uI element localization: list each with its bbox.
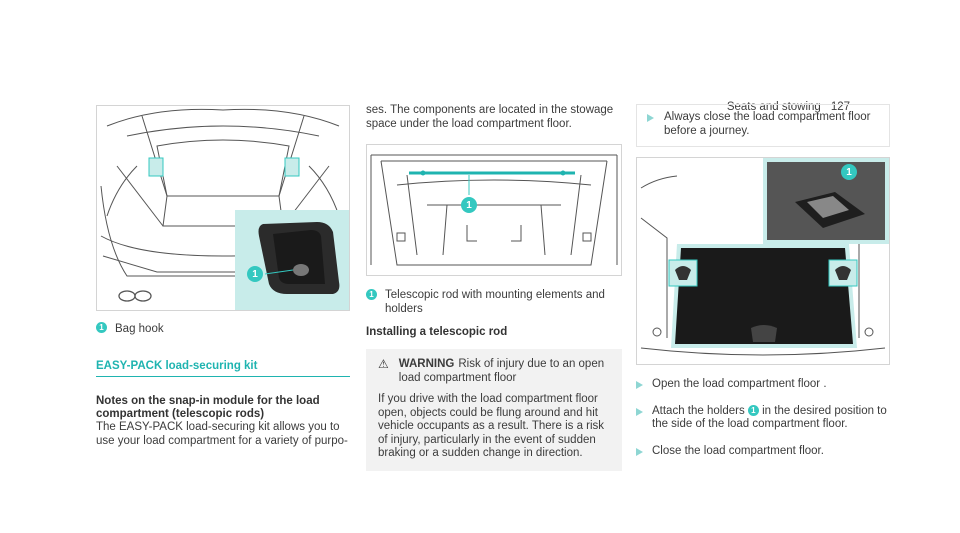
step-text: Open the load compartment floor . (652, 378, 827, 390)
caption-text: Telescopic rod with mounting elements an… (385, 289, 605, 315)
column-1: 1 1 Bag hook EASY-PACK load-securing kit… (96, 105, 350, 448)
step-attach-holders: Attach the holders 1 in the desired posi… (636, 405, 890, 432)
bag-hook-figure: 1 (96, 105, 350, 311)
step-text: Close the load compartment floor. (652, 444, 824, 457)
column-2: ses. The components are located in the s… (366, 104, 622, 471)
warning-triangle-icon: ⚠ (378, 357, 389, 371)
column-3: Always close the load compartment floor … (636, 104, 890, 458)
sub-title: Installing a telescopic rod (366, 326, 508, 338)
note-text: Always close the load compartment floor … (664, 111, 871, 137)
step-close-floor: Close the load compartment floor. (636, 445, 890, 459)
figure-caption: 1 Telescopic rod with mounting elements … (366, 288, 622, 316)
bag-hook-car-rear-illustration (100, 108, 349, 310)
caption-number: 1 (366, 289, 377, 300)
warning-subject: Risk of injury due to an open load compa… (398, 358, 605, 384)
note-box: Always close the load compartment floor … (636, 104, 890, 147)
body-text: The EASY-PACK load-securing kit allows y… (96, 421, 348, 447)
sub-title: Notes on the snap-in module for the load… (96, 395, 320, 420)
step-arrow-icon (636, 407, 643, 416)
step-open-floor: Open the load compartment floor . (636, 378, 890, 392)
load-compartment-floor-illustration (640, 158, 889, 356)
figure-caption: 1 Bag hook (96, 322, 350, 336)
step-arrow-icon (636, 447, 643, 456)
step-text-post: in the desired position to the side of t… (652, 404, 887, 431)
figure-callout: 1 (461, 197, 477, 213)
caption-number: 1 (96, 322, 107, 333)
load-floor-figure: 1 (636, 157, 890, 365)
step-text: Attach the holders 1 in the desired posi… (652, 405, 890, 432)
figure-callout: 1 (247, 266, 263, 282)
step-text-pre: Attach the holders (652, 404, 745, 417)
step-arrow-icon (647, 114, 654, 122)
step-callout: 1 (747, 404, 759, 416)
telescopic-rod-illustration (370, 154, 618, 266)
warning-text: If you drive with the load compartment f… (378, 393, 605, 459)
telescopic-rod-figure: 1 (366, 144, 622, 276)
section-title: EASY-PACK load-securing kit (96, 360, 350, 377)
warning-title: WARNING (398, 358, 455, 370)
figure-callout: 1 (841, 164, 857, 180)
caption-text: Bag hook (115, 323, 164, 335)
body-text-continued: ses. The components are located in the s… (366, 104, 614, 130)
step-arrow-icon (636, 381, 643, 389)
